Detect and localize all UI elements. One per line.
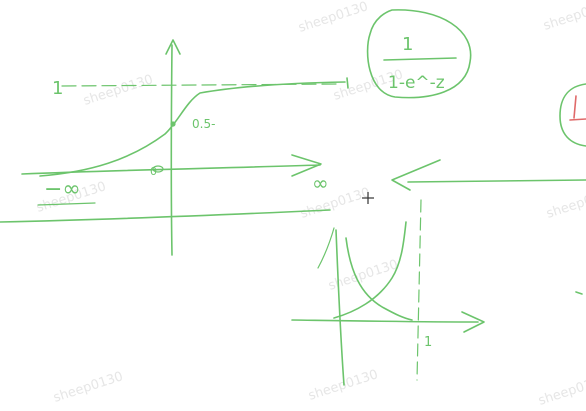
origin-label: 0 xyxy=(150,165,157,178)
watermark-layer: sheep0130 sheep0130 sheep0130 sheep0130 … xyxy=(35,0,586,409)
vertical-asymptote-line xyxy=(416,199,422,381)
left-side-stroke xyxy=(317,227,335,269)
asymptote-line xyxy=(61,83,341,87)
sigmoid-sketch: 1 0.5- 0 −∞ ∞ xyxy=(0,39,349,256)
red-annotation-fragment xyxy=(559,83,586,295)
right-sketch: 1 xyxy=(291,159,586,386)
lower-baseline-stroke xyxy=(0,209,331,223)
sigmoid-curve xyxy=(39,81,346,177)
watermark-text: sheep0130 xyxy=(299,185,372,222)
watermark-text: sheep0130 xyxy=(52,369,125,406)
watermark-text: sheep0130 xyxy=(537,372,586,409)
right-edge-mark xyxy=(575,291,583,295)
infinity-label: ∞ xyxy=(312,171,329,195)
formula-denominator: 1-e^-z xyxy=(388,73,445,93)
watermark-text: sheep0130 xyxy=(545,185,586,222)
decreasing-curve xyxy=(345,237,413,321)
red-fragment-box xyxy=(559,83,586,147)
formula-fraction-bar xyxy=(383,57,457,61)
watermark-text: sheep0130 xyxy=(82,72,155,109)
crosshair-cursor-icon xyxy=(362,192,374,204)
formula-numerator: 1 xyxy=(402,34,413,55)
sigmoid-y-axis-arrowhead xyxy=(165,39,181,55)
right-horizontal-stroke xyxy=(407,179,586,183)
watermark-text: sheep0130 xyxy=(542,0,586,34)
sigmoid-x-axis-arrowhead xyxy=(291,154,322,177)
midpoint-label: 0.5- xyxy=(192,117,215,131)
one-label: 1 xyxy=(52,78,63,99)
increasing-curve xyxy=(333,221,407,319)
tick-one-label: 1 xyxy=(424,335,432,350)
second-plot-x-arrowhead xyxy=(461,311,485,333)
midpoint-dot xyxy=(170,121,176,127)
origin-mark xyxy=(152,165,164,173)
chevron-stroke xyxy=(391,159,441,191)
formula-circle xyxy=(366,9,472,99)
watermark-text: sheep0130 xyxy=(297,0,370,36)
minus-infinity-underline xyxy=(37,202,96,206)
second-plot-y-axis xyxy=(335,229,345,386)
sigmoid-y-axis xyxy=(170,44,173,256)
red-fragment-stroke xyxy=(569,95,586,121)
formula-annotation: 1 1-e^-z xyxy=(366,9,472,99)
sigmoid-x-axis xyxy=(21,164,321,175)
minus-infinity-label: −∞ xyxy=(44,177,81,202)
asymptote-end-tick xyxy=(346,77,349,89)
second-plot-x-axis xyxy=(291,319,479,323)
